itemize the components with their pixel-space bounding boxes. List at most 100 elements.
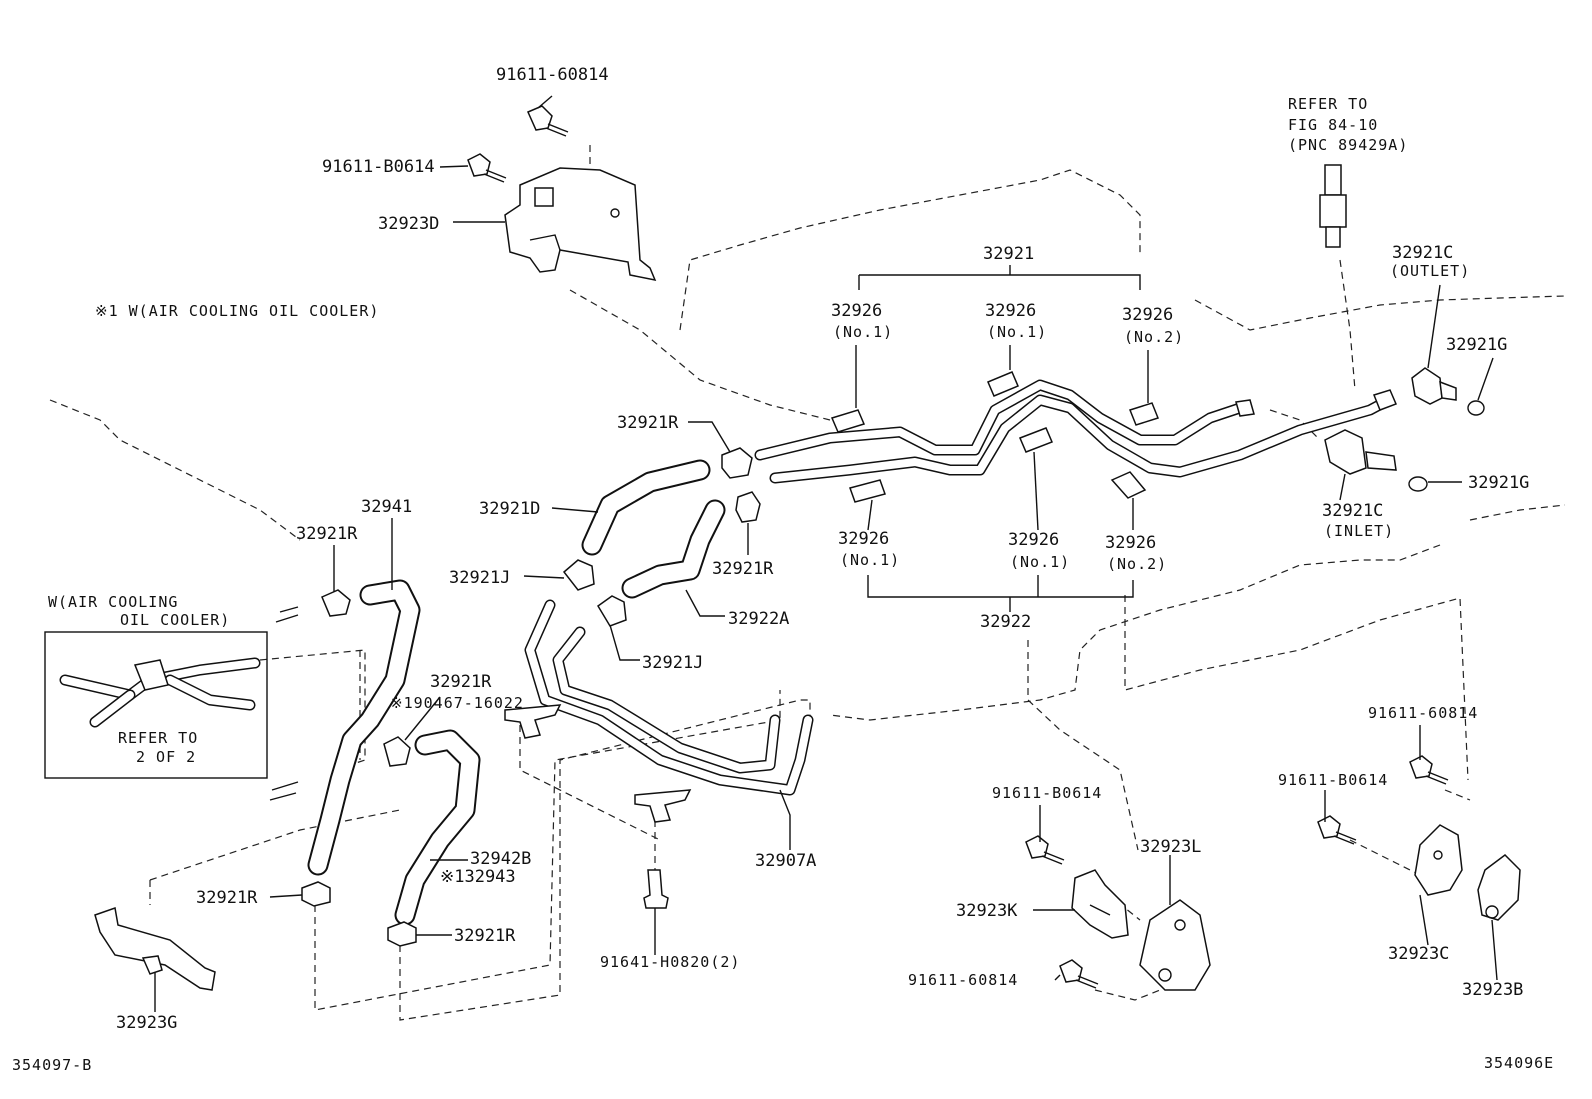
- label-clamp-r-center: 32921R: [430, 672, 492, 692]
- clamp-32921r-left: [321, 589, 351, 617]
- label-sleeve-l3-sub: (No.2): [1107, 555, 1167, 573]
- label-clamp-r-mid: 32921R: [712, 559, 774, 579]
- bracket-32923d: [504, 167, 657, 282]
- label-clamp-j-left: 32921J: [449, 568, 510, 588]
- sleeve-32926-no2-b: [1110, 471, 1147, 499]
- label-union-outlet-sub: (OUTLET): [1390, 262, 1470, 280]
- bolt-91611-b0614-top: [467, 153, 507, 183]
- label-sleeve-l2: 32926: [1008, 530, 1059, 550]
- hose-32942b: [394, 729, 481, 926]
- label-bracket-32923b: 32923B: [1462, 980, 1523, 1000]
- label-clamp-r-left: 32921R: [296, 524, 358, 544]
- label-sleeve-u3-sub: (No.2): [1124, 328, 1184, 346]
- label-bolt-91611-b0614-right: 91611-B0614: [1278, 771, 1388, 789]
- label-figure-number-left: 354097-B: [12, 1056, 92, 1074]
- label-sleeve-l2-sub: (No.1): [1010, 553, 1070, 571]
- label-tube-32922: 32922: [980, 612, 1031, 632]
- bolt-91611-60814-right: [1409, 755, 1449, 785]
- clamp-32921r-mid: [735, 491, 761, 523]
- hose-32922a: [621, 499, 726, 599]
- clamp-32921r-top: [721, 447, 753, 479]
- label-bolt-91611-60814-right: 91611-60814: [1368, 704, 1478, 722]
- bracket-32923l: [1139, 899, 1211, 991]
- label-bolt-91641-h0820: 91641-H0820(2): [600, 953, 740, 971]
- label-inset-refer-line2: 2 OF 2: [136, 748, 196, 766]
- bracket-32923k: [1071, 869, 1129, 939]
- pipe-32907a: [504, 599, 814, 823]
- tube-assembly-32921: [754, 379, 1391, 484]
- label-sleeve-u1: 32926: [831, 301, 882, 321]
- label-pipe-32907a: 32907A: [755, 851, 816, 871]
- label-refer-fig-line1: REFER TO: [1288, 95, 1368, 113]
- fitting-nut-upper: [1235, 389, 1397, 417]
- clamp-32921r-center: [383, 736, 411, 767]
- sleeve-32926-no1-c: [849, 479, 886, 503]
- clamp-32921r-bottom-center: [387, 921, 417, 947]
- label-hose-32943: ※132943: [440, 867, 516, 887]
- label-bolt-91611-60814-bottom: 91611-60814: [908, 971, 1018, 989]
- label-figure-number-right: 354096E: [1484, 1054, 1554, 1072]
- union-32921c-inlet: [1324, 429, 1428, 492]
- label-tube-32921: 32921: [983, 244, 1034, 264]
- leader-lines: [154, 95, 1498, 1012]
- bolt-91611-b0614-right: [1317, 815, 1357, 845]
- bolt-91611-60814-bottom: [1059, 959, 1099, 989]
- label-hose-32942b: 32942B: [470, 849, 531, 869]
- transmission-outline: [49, 169, 1566, 721]
- label-bracket-32923d: 32923D: [378, 214, 439, 234]
- label-bracket-32923g: 32923G: [116, 1013, 177, 1033]
- label-union-outlet: 32921C: [1392, 243, 1453, 263]
- inset-box: [44, 606, 299, 801]
- assembly-guide-lines: [149, 145, 1471, 1021]
- label-union-inlet-sub: (INLET): [1324, 522, 1394, 540]
- label-note-air-cooling: ※1 W(AIR COOLING OIL COOLER): [95, 302, 379, 320]
- clamp-32921j-left: [562, 559, 595, 591]
- label-clamp-j-mid: 32921J: [642, 653, 703, 673]
- label-inset-title-line1: W(AIR COOLING: [48, 593, 178, 611]
- label-bolt-91611-60814-top: 91611-60814: [496, 65, 609, 85]
- sleeve-32926-no2-a: [1129, 402, 1159, 426]
- label-gasket-upper: 32921G: [1446, 335, 1507, 355]
- bracket-32923b: [1477, 854, 1521, 921]
- clamp-32921r-bottom-left: [301, 881, 331, 907]
- pressure-switch: [1319, 164, 1347, 248]
- label-refer-fig-line3: (PNC 89429A): [1288, 136, 1408, 154]
- label-gasket-lower: 32921G: [1468, 473, 1529, 493]
- bolt-91611-60814-top: [527, 105, 569, 137]
- label-hose-32921d: 32921D: [479, 499, 540, 519]
- label-union-inlet: 32921C: [1322, 501, 1383, 521]
- bracket-32923g: [94, 907, 216, 991]
- label-bracket-32923l: 32923L: [1140, 837, 1201, 857]
- hose-32921d: [581, 459, 711, 556]
- label-sleeve-u1-sub: (No.1): [833, 323, 893, 341]
- label-clamp-r-bottom-left: 32921R: [196, 888, 258, 908]
- label-sleeve-u2-sub: (No.1): [987, 323, 1047, 341]
- label-sleeve-u3: 32926: [1122, 305, 1173, 325]
- label-sleeve-l1-sub: (No.1): [840, 551, 900, 569]
- label-bolt-91611-b0614-top: 91611-B0614: [322, 157, 435, 177]
- label-bolt-91611-b0614-bottom: 91611-B0614: [992, 784, 1102, 802]
- label-bracket-32923c: 32923C: [1388, 944, 1449, 964]
- label-sleeve-u2: 32926: [985, 301, 1036, 321]
- bracket-32923c: [1414, 824, 1463, 896]
- bolt-91641-h0820: [643, 869, 669, 909]
- label-sleeve-l1: 32926: [838, 529, 889, 549]
- label-sleeve-l3: 32926: [1105, 533, 1156, 553]
- label-clamp-r-top: 32921R: [617, 413, 679, 433]
- label-hose-note-190467: ※190467-16022: [390, 694, 524, 712]
- sleeve-32926-no1-b: [987, 371, 1019, 397]
- label-refer-fig-line2: FIG 84-10: [1288, 116, 1378, 134]
- label-hose-32941: 32941: [361, 497, 412, 517]
- hose-32941: [307, 579, 421, 876]
- label-clamp-r-bottom-center: 32921R: [454, 926, 516, 946]
- union-32921c-outlet: [1411, 367, 1485, 416]
- label-bracket-32923k: 32923K: [956, 901, 1018, 921]
- label-inset-title-line2: OIL COOLER): [120, 611, 230, 629]
- sleeve-32926-no1-d: [1019, 427, 1053, 453]
- labels: 91611-60814 91611-B0614 32923D ※1 W(AIR …: [12, 65, 1554, 1074]
- label-hose-32922a: 32922A: [728, 609, 789, 629]
- bolt-91611-b0614-bottom: [1025, 835, 1065, 865]
- clamp-32921j-mid: [597, 595, 627, 627]
- label-inset-refer-line1: REFER TO: [118, 729, 198, 747]
